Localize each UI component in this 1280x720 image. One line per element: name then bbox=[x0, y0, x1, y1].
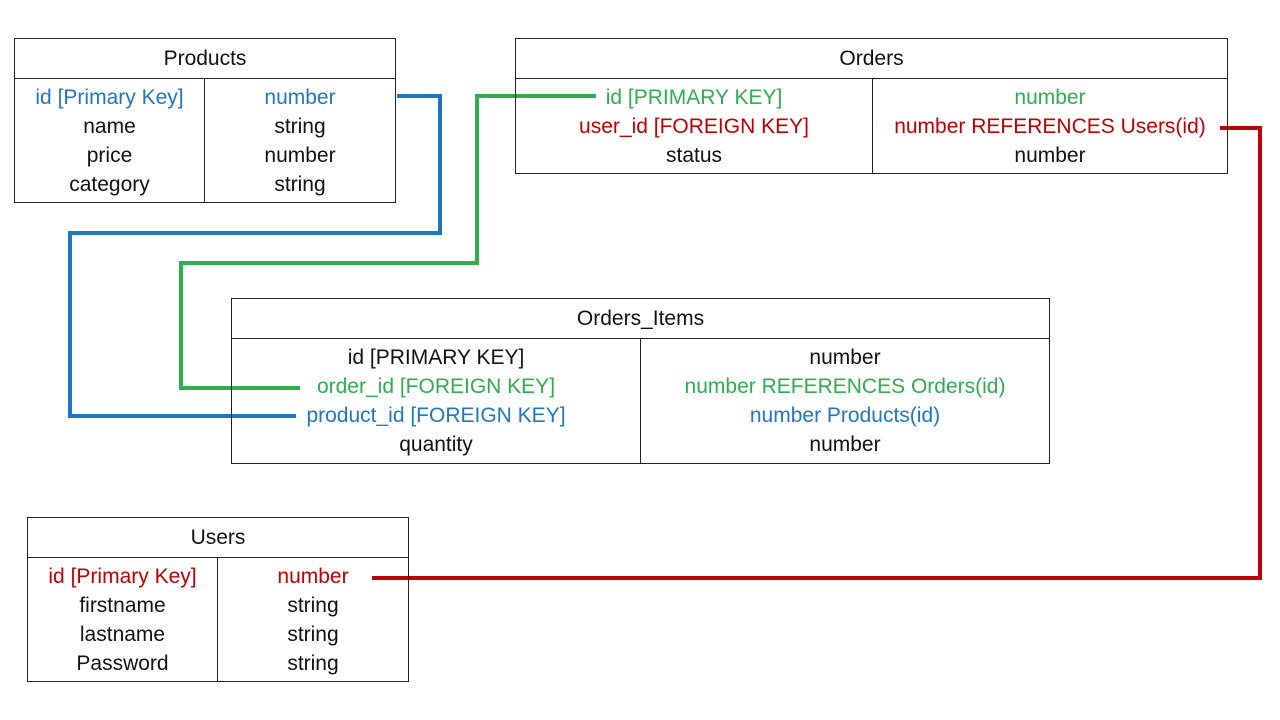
users-table: Users id [Primary Key] firstname lastnam… bbox=[27, 517, 409, 682]
field-name: order_id [FOREIGN KEY] bbox=[316, 375, 556, 398]
field-name: user_id [FOREIGN KEY] bbox=[579, 115, 809, 138]
field-name: name bbox=[83, 115, 136, 138]
type-column: number number REFERENCES Users(id) numbe… bbox=[873, 79, 1227, 173]
table-title: Orders bbox=[516, 39, 1227, 79]
field-type: string bbox=[287, 594, 339, 617]
field-type: number bbox=[264, 144, 336, 167]
field-name: id [PRIMARY KEY] bbox=[605, 86, 783, 109]
connector-product-id bbox=[68, 94, 442, 418]
orders-table: Orders id [PRIMARY KEY] user_id [FOREIGN… bbox=[515, 38, 1228, 174]
field-column: id [PRIMARY KEY] user_id [FOREIGN KEY] s… bbox=[516, 79, 873, 173]
type-column: number string number string bbox=[205, 79, 395, 202]
field-name: price bbox=[86, 144, 133, 167]
field-column: id [PRIMARY KEY] order_id [FOREIGN KEY] … bbox=[232, 339, 641, 463]
field-type: number bbox=[264, 86, 336, 109]
field-name: id [Primary Key] bbox=[48, 565, 197, 588]
field-type: number bbox=[277, 565, 349, 588]
field-name: id [Primary Key] bbox=[35, 86, 184, 109]
field-type: number bbox=[809, 346, 881, 369]
table-title: Orders_Items bbox=[232, 299, 1049, 339]
type-column: number number REFERENCES Orders(id) numb… bbox=[641, 339, 1049, 463]
table-title: Users bbox=[28, 518, 408, 558]
field-type: number REFERENCES Users(id) bbox=[894, 115, 1206, 138]
field-type: number bbox=[809, 433, 881, 456]
field-type: number Products(id) bbox=[749, 404, 941, 427]
orders-items-table: Orders_Items id [PRIMARY KEY] order_id [… bbox=[231, 298, 1050, 464]
table-title: Products bbox=[15, 39, 395, 79]
field-type: number REFERENCES Orders(id) bbox=[684, 375, 1006, 398]
products-table: Products id [Primary Key] name price cat… bbox=[14, 38, 396, 203]
connector-order-id bbox=[179, 94, 596, 390]
field-type: string bbox=[287, 652, 339, 675]
field-name: firstname bbox=[79, 594, 166, 617]
field-name: lastname bbox=[79, 623, 166, 646]
field-type: number bbox=[1014, 86, 1086, 109]
connector-user-id bbox=[372, 126, 1262, 580]
field-name: Password bbox=[76, 652, 169, 675]
field-column: id [Primary Key] firstname lastname Pass… bbox=[28, 558, 218, 681]
field-name: quantity bbox=[399, 433, 473, 456]
field-column: id [Primary Key] name price category bbox=[15, 79, 205, 202]
type-column: number string string string bbox=[218, 558, 408, 681]
field-name: id [PRIMARY KEY] bbox=[347, 346, 525, 369]
field-type: number bbox=[1014, 144, 1086, 167]
field-name: category bbox=[69, 173, 150, 196]
field-name: product_id [FOREIGN KEY] bbox=[306, 404, 566, 427]
field-type: string bbox=[287, 623, 339, 646]
field-type: string bbox=[274, 173, 326, 196]
field-type: string bbox=[274, 115, 326, 138]
field-name: status bbox=[665, 144, 723, 167]
